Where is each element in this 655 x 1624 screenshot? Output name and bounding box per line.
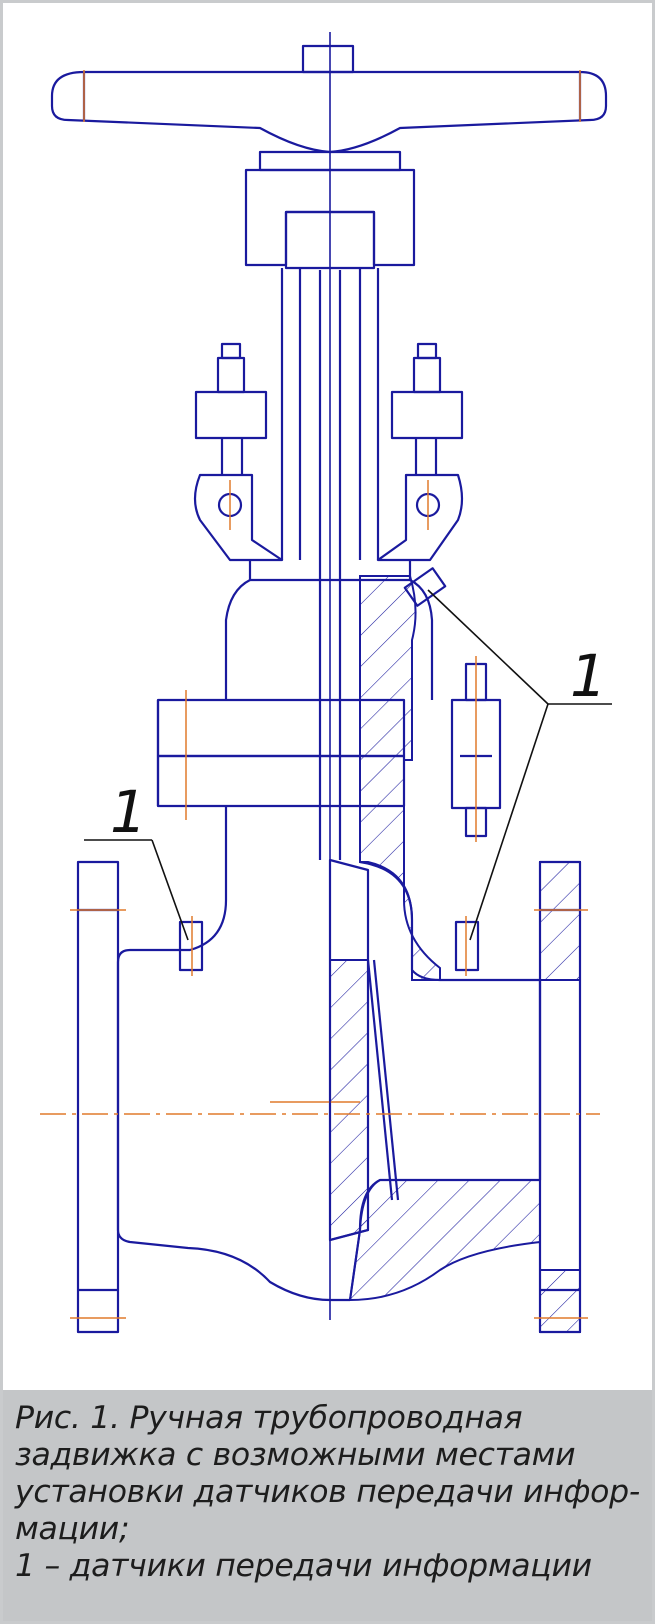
gland-bolts — [194, 342, 464, 475]
sensor-stud-right — [454, 920, 480, 972]
caption-line: мации; — [15, 1511, 130, 1547]
caption-line: 1 – датчики передачи информации — [15, 1548, 592, 1584]
handwheel — [50, 44, 608, 154]
callout-label-right: 1 — [570, 642, 607, 710]
caption-line: установки датчиков передачи инфор- — [15, 1474, 640, 1510]
stem — [318, 270, 342, 860]
caption-line: задвижка с возможными местами — [15, 1437, 576, 1473]
centerlines — [40, 70, 600, 1319]
callout-label-left: 1 — [110, 778, 147, 846]
end-flange-left — [76, 860, 120, 1334]
figure-caption: Рис. 1. Ручная трубопроводная задвижка с… — [3, 1390, 652, 1621]
gate-valve-drawing: 1 1 — [40, 32, 612, 1334]
cut-section — [329, 575, 581, 1333]
callout-leaders — [84, 589, 612, 941]
yoke — [193, 268, 464, 562]
caption-line: Рис. 1. Ручная трубопроводная — [15, 1400, 523, 1436]
sensor-stud-left — [178, 920, 204, 972]
